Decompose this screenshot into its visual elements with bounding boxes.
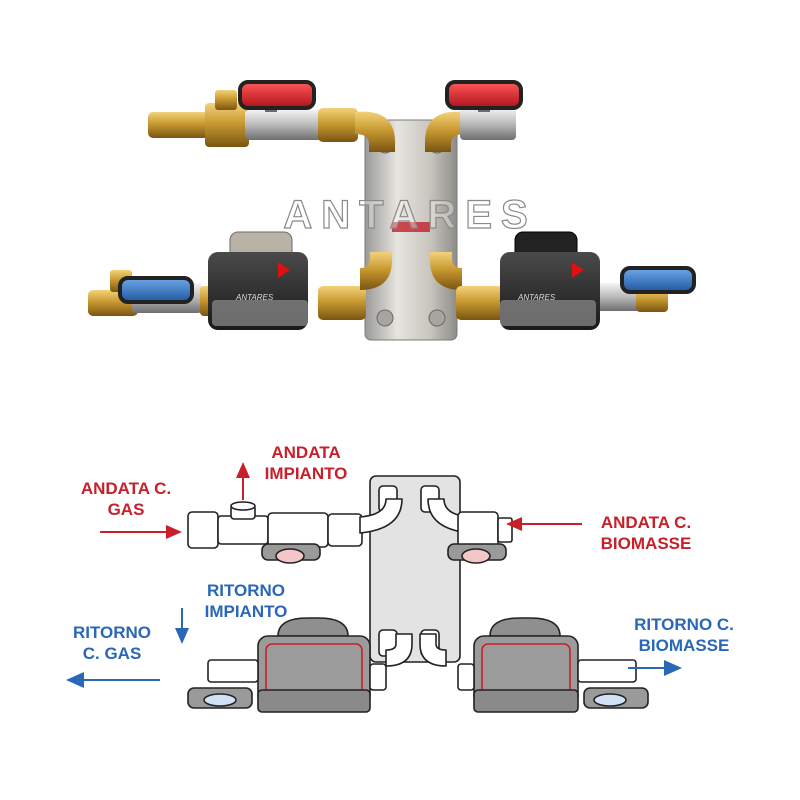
label-andata-impianto: ANDATA IMPIANTO	[236, 442, 376, 484]
bottom-right-pump-drawing	[419, 617, 637, 713]
label-line: IMPIANTO	[264, 464, 348, 483]
brand-watermark: ANTARES	[283, 193, 536, 237]
red-valve-handle-photo-left	[238, 80, 316, 112]
pump-brand-label-right: ANTARES	[517, 293, 556, 302]
label-line: RITORNO	[72, 623, 152, 642]
label-line: BIOMASSE	[600, 534, 692, 553]
arrow-ritorno-impianto	[175, 608, 189, 644]
blue-valve-handle-photo-right	[620, 266, 696, 294]
arrow-ritorno-gas	[66, 672, 160, 688]
blue-valve-handle-photo-left	[118, 276, 194, 304]
bottom-left-pump-drawing	[207, 617, 413, 713]
top-right-valve-handle-drawing	[447, 543, 507, 564]
top-left-fittings-drawing	[187, 498, 403, 549]
label-line: IMPIANTO	[204, 602, 288, 621]
bottom-right-valve-handle-drawing	[583, 687, 649, 709]
arrow-andata-impianto	[236, 462, 250, 500]
top-left-valve-handle-drawing	[261, 543, 321, 564]
circulator-pump-photo-left: ANTARES	[208, 231, 308, 330]
label-ritorno-biomasse: RITORNO C. BIOMASSE	[614, 614, 754, 656]
heat-exchanger-photo	[364, 119, 458, 341]
top-pipe-line-photo	[148, 90, 516, 152]
heat-exchanger-drawing	[369, 475, 461, 663]
label-line: GAS	[107, 500, 145, 519]
arrow-andata-biomasse	[506, 517, 582, 531]
label-andata-gas: ANDATA C. GAS	[56, 478, 196, 520]
label-line: ANDATA	[271, 443, 341, 462]
product-photo: ANTARES	[88, 80, 696, 341]
arrow-andata-gas	[100, 525, 182, 539]
label-line: BIOMASSE	[638, 636, 730, 655]
bottom-left-valve-handle-drawing	[187, 687, 253, 709]
circulator-pump-photo-right: ANTARES	[500, 231, 600, 330]
label-line: ANDATA C.	[600, 513, 692, 532]
label-line: RITORNO	[206, 581, 286, 600]
label-andata-biomasse: ANDATA C. BIOMASSE	[576, 512, 716, 554]
label-ritorno-gas: RITORNO C. GAS	[42, 622, 182, 664]
arrow-ritorno-biomasse	[628, 660, 682, 676]
red-valve-handle-photo-right	[445, 80, 523, 112]
label-ritorno-impianto: RITORNO IMPIANTO	[176, 580, 316, 622]
flow-diagram	[66, 462, 682, 713]
label-line: C. GAS	[82, 644, 142, 663]
label-line: RITORNO C.	[634, 615, 734, 634]
pump-brand-label-left: ANTARES	[235, 293, 274, 302]
label-line: ANDATA C.	[80, 479, 172, 498]
